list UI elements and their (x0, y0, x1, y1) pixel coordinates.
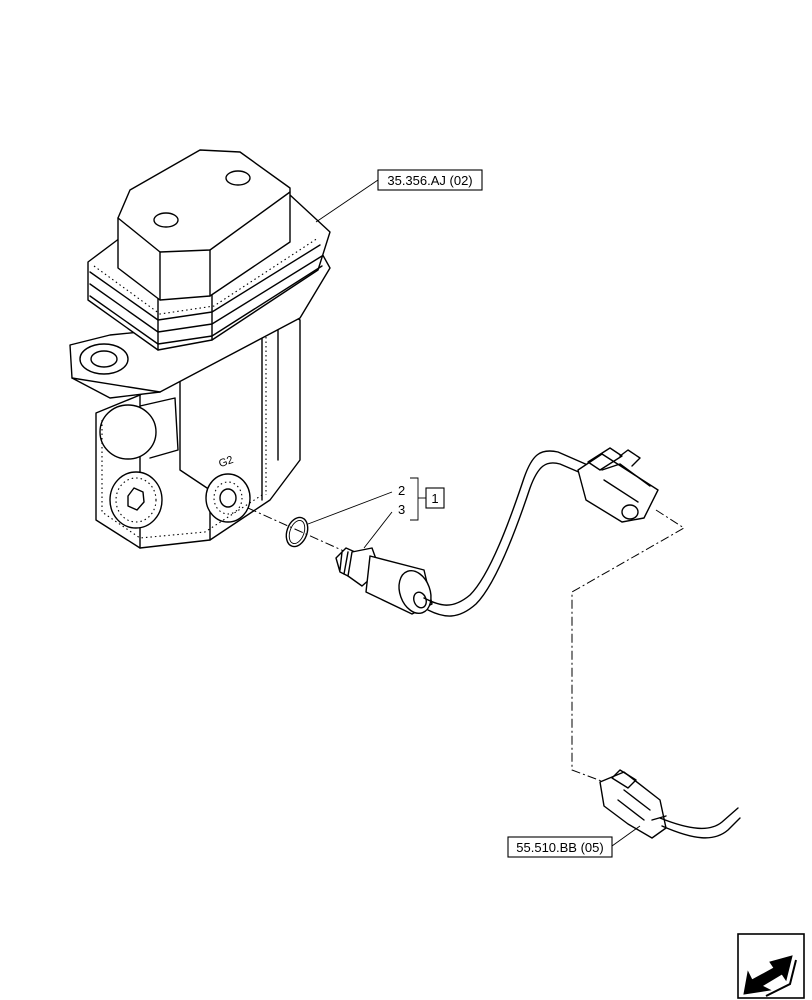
mating-connector[interactable] (599, 769, 741, 839)
port-marking-label: G2 (217, 454, 235, 470)
item-1-label: 1 (431, 491, 438, 506)
lower-ref-tag[interactable]: 55.510.BB (05) (507, 836, 613, 858)
lower-ref-label: 55.510.BB (05) (516, 840, 603, 855)
pressure-sensor-part[interactable] (335, 547, 437, 618)
upper-ref-label: 35.356.AJ (02) (387, 173, 472, 188)
item-callouts: 2 3 1 (307, 477, 445, 549)
connection-path-line (571, 509, 685, 783)
arrow-down-left-icon[interactable] (737, 933, 805, 999)
sensor-harness-cable (423, 450, 591, 617)
harness-connector[interactable] (577, 447, 659, 523)
pilot-valve-assembly: G2 (69, 149, 331, 549)
port-center-line (247, 507, 347, 553)
upper-ref-leader (315, 179, 379, 223)
item-2-label: 2 (398, 483, 405, 498)
lower-ref-leader (611, 825, 641, 847)
group-item-box (425, 487, 445, 509)
item-3-label: 3 (398, 502, 405, 517)
oring-part[interactable] (282, 514, 311, 549)
upper-ref-tag[interactable]: 35.356.AJ (02) (377, 169, 483, 191)
